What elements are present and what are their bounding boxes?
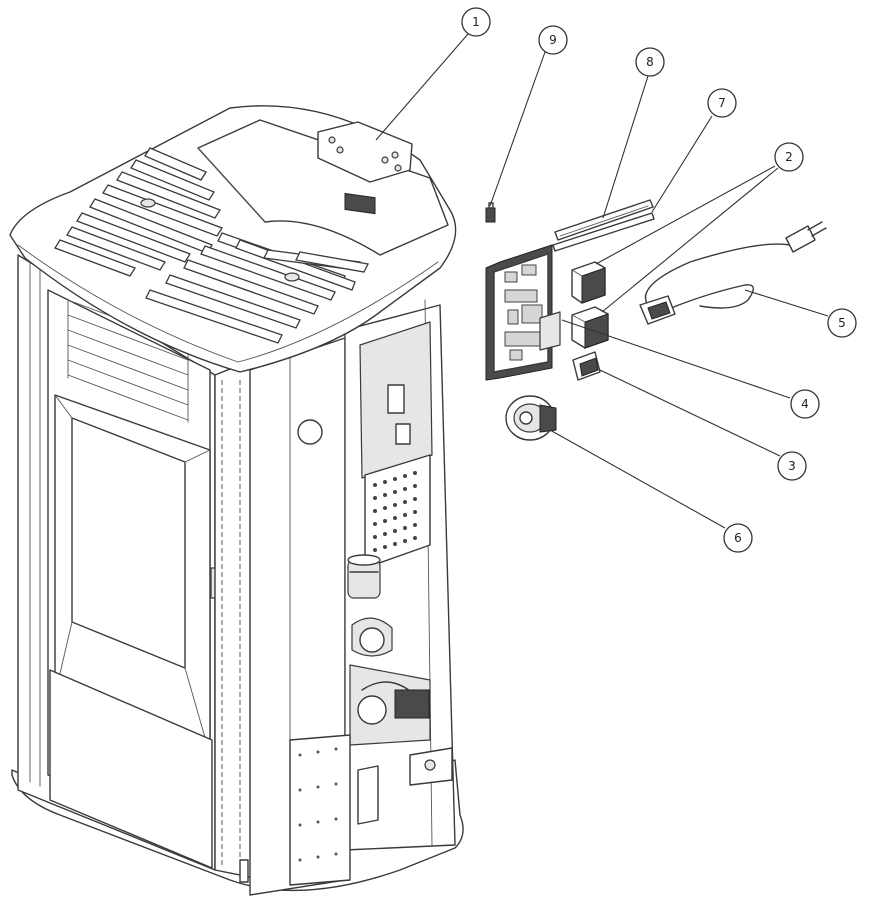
part-7-strip [552, 212, 655, 252]
callout-8: 8 [635, 47, 665, 77]
front-louvers [67, 299, 189, 423]
bottom-side-panel [289, 734, 351, 886]
callout-7-label: 7 [718, 96, 726, 110]
callout-9: 9 [538, 25, 568, 55]
callout-5: 5 [827, 308, 857, 338]
stove-top [9, 105, 457, 373]
part-4-control-board [485, 244, 561, 381]
part-5-power-cord [639, 221, 827, 325]
callout-3-label: 3 [788, 459, 796, 473]
part-8-rod [554, 199, 654, 241]
perforated-panel [364, 454, 431, 569]
pellet-stove-body [11, 254, 464, 896]
top-grille [54, 147, 369, 344]
leader-lines [375, 33, 829, 529]
part-2-switch-upper [571, 261, 606, 304]
part-2-switch-lower [571, 306, 609, 349]
callout-8-label: 8 [646, 55, 654, 69]
callout-4: 4 [790, 389, 820, 419]
callout-9-label: 9 [549, 33, 557, 47]
part-3-fuse-holder [572, 351, 601, 381]
callout-1-label: 1 [472, 15, 480, 29]
pellet-hopper-lid [197, 119, 449, 256]
part-6-pressure-sensor [505, 395, 557, 441]
control-panel-display [317, 121, 413, 215]
callout-5-label: 5 [838, 316, 846, 330]
combustion-fan [349, 617, 431, 746]
side-cover-hole [297, 419, 323, 445]
callout-6: 6 [723, 523, 753, 553]
callout-4-label: 4 [801, 397, 809, 411]
callout-6-label: 6 [734, 531, 742, 545]
callout-1: 1 [461, 7, 491, 37]
ash-drawer [49, 669, 213, 869]
callout-2-label: 2 [785, 150, 793, 164]
callout-2: 2 [774, 142, 804, 172]
auger-motor [347, 554, 381, 599]
callout-3: 3 [777, 451, 807, 481]
lower-bracket [357, 765, 379, 825]
callout-7: 7 [707, 88, 737, 118]
